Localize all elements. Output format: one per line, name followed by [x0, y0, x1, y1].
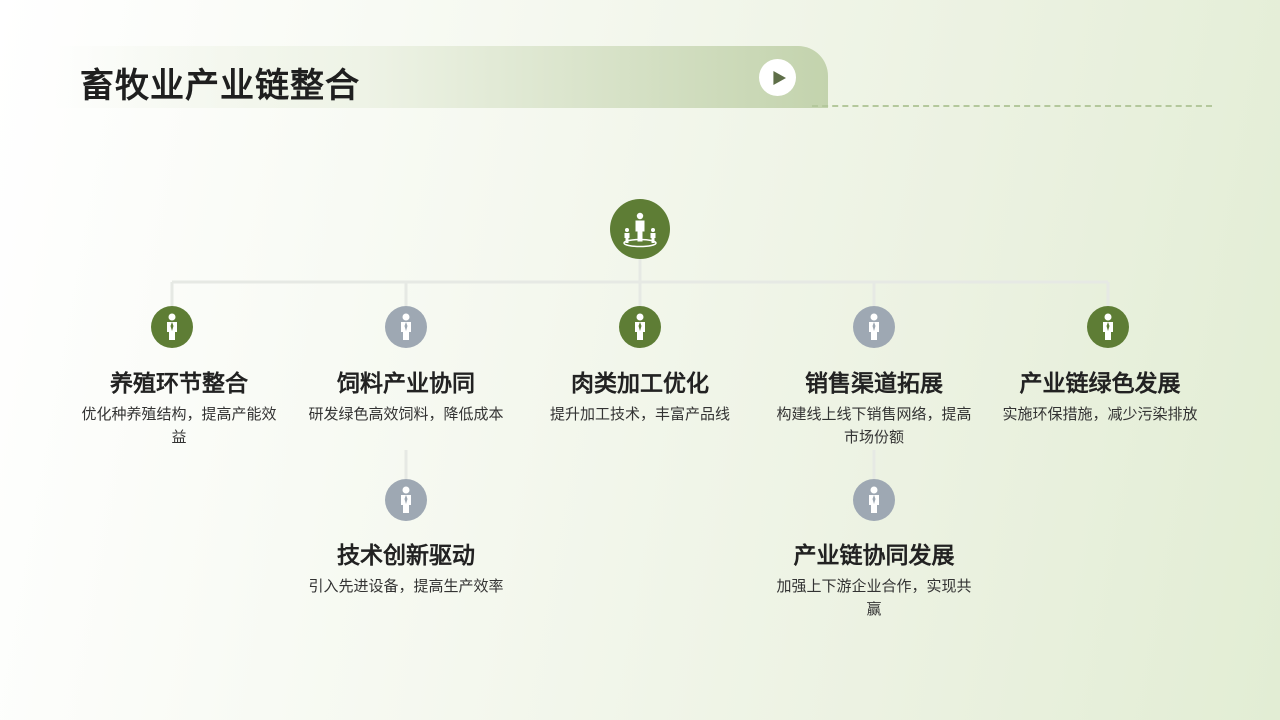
person-icon [853, 479, 895, 521]
node-title: 养殖环节整合 [110, 371, 248, 397]
node-desc: 构建线上线下销售网络，提高市场份额 [776, 405, 972, 446]
person-icon [619, 306, 661, 348]
node-title: 销售渠道拓展 [805, 371, 943, 397]
person-icon [1087, 306, 1129, 348]
node-desc: 引入先进设备，提高生产效率 [308, 577, 504, 595]
node-title: 产业链协同发展 [793, 543, 955, 569]
node-title: 产业链绿色发展 [1019, 371, 1181, 397]
person-icon [385, 479, 427, 521]
play-icon [773, 70, 786, 85]
person-icon [385, 306, 427, 348]
people-hierarchy-icon [610, 199, 670, 259]
node-desc: 实施环保措施，减少污染排放 [1002, 405, 1198, 423]
node-desc: 提升加工技术，丰富产品线 [549, 405, 730, 423]
person-icon [151, 306, 193, 348]
node-desc: 加强上下游企业合作，实现共赢 [776, 577, 972, 618]
node-title: 饲料产业协同 [337, 371, 475, 397]
node-title: 肉类加工优化 [571, 371, 709, 397]
title-divider [812, 105, 1212, 107]
node-desc: 研发绿色高效饲料，降低成本 [308, 405, 504, 423]
node-title: 技术创新驱动 [337, 543, 475, 569]
play-button[interactable] [759, 59, 796, 96]
person-icon [853, 306, 895, 348]
page-title: 畜牧业产业链整合 [80, 66, 360, 106]
node-desc: 优化种养殖结构，提高产能效益 [81, 405, 277, 446]
title-banner [55, 46, 828, 108]
